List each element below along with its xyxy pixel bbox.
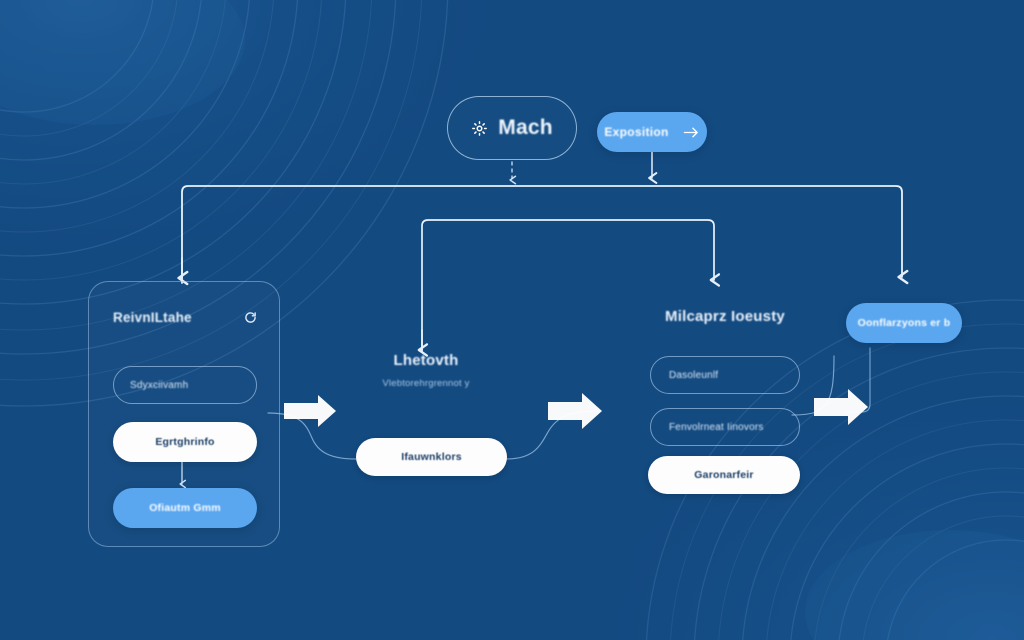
block-arrow-1 (284, 395, 336, 427)
curve-middle-to-third (505, 410, 599, 460)
cta-label: Exposition (604, 125, 669, 139)
brand-pill[interactable]: Mach (447, 96, 577, 160)
card-input-value: Sdyxciivamh (130, 379, 189, 391)
card-input-field[interactable]: Sdyxciivamh (113, 366, 257, 404)
third-option-2[interactable]: Fenvolrneat Iinovors (650, 408, 800, 446)
third-button[interactable]: Garonarfeir (648, 456, 800, 494)
refresh-icon[interactable] (244, 311, 257, 324)
right-config-label: Oonflarzyons er b (857, 317, 951, 329)
middle-button-label: Ifauwnklors (401, 451, 462, 463)
arrow-right-icon (683, 126, 700, 139)
third-heading: Milcaprz Ioeusty (665, 308, 785, 325)
card-title: ReivnILtahe (113, 310, 192, 325)
middle-heading: Lhetovth (393, 352, 459, 369)
card-secondary-label: Ofiautm Gmm (149, 502, 221, 514)
card-secondary-button[interactable]: Ofiautm Gmm (113, 488, 257, 528)
middle-column: Lhetovth Vlebtorehrgrennot y Ifauwnklors (336, 352, 516, 482)
third-button-label: Garonarfeir (694, 469, 754, 481)
middle-button[interactable]: Ifauwnklors (356, 438, 507, 476)
middle-subtitle: Vlebtorehrgrennot y (382, 378, 470, 389)
brand-label: Mach (498, 116, 553, 139)
card-primary-label: Egrtghrinfo (155, 436, 215, 448)
curve-right-pill-drop (845, 347, 871, 413)
third-option-2-label: Fenvolrneat Iinovors (669, 421, 764, 433)
right-config-pill[interactable]: Oonflarzyons er b (846, 303, 962, 343)
left-card: ReivnILtahe Sdyxciivamh Egrtghrinfo Ofia… (88, 281, 280, 547)
card-primary-button[interactable]: Egrtghrinfo (113, 422, 257, 462)
block-arrow-3 (814, 389, 868, 425)
third-column: Milcaprz Ioeusty Dasoleunlf Fenvolrneat … (640, 308, 810, 494)
block-arrow-2 (548, 393, 602, 429)
third-option-1-label: Dasoleunlf (669, 369, 719, 381)
third-option-1[interactable]: Dasoleunlf (650, 356, 800, 394)
gear-icon (471, 120, 488, 137)
main-branch-bus (181, 185, 909, 285)
cta-pill[interactable]: Exposition (597, 112, 707, 152)
